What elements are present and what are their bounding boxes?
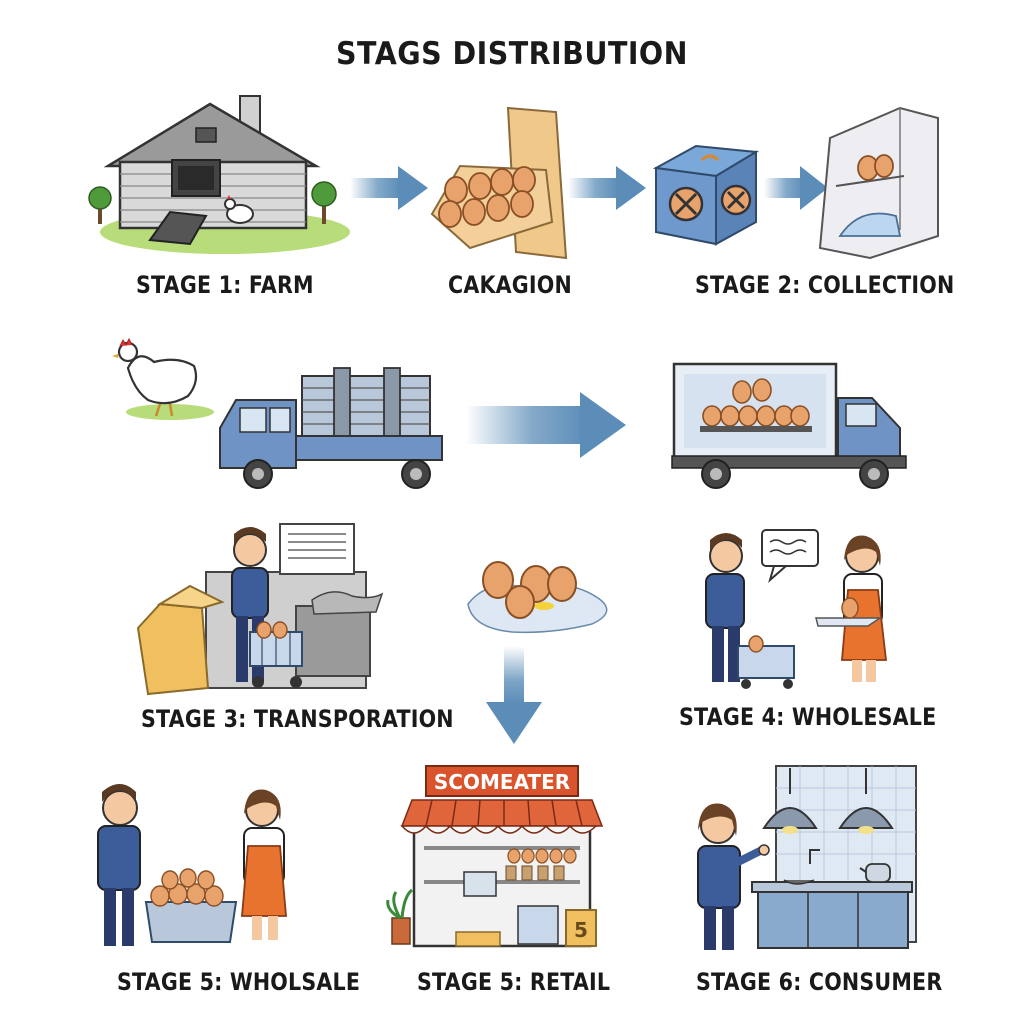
woman-consumer-icon (697, 803, 770, 950)
stage-5-wholesale-label: STAGE 5: WHOLSALE (117, 968, 361, 996)
worker-icon (231, 527, 269, 682)
stage-3-transportation-label: STAGE 3: TRANSPORATION (141, 705, 454, 733)
tree-icon (88, 186, 112, 224)
packaging-label: CAKAGION (448, 271, 572, 299)
flow-arrow (764, 166, 828, 210)
page-title: STAGS DISTRIBUTION (336, 36, 688, 72)
chicken-icon (224, 195, 254, 224)
tree-icon (311, 181, 337, 224)
stage-4-wholesale-label: STAGE 4: WHOLESALE (679, 703, 937, 731)
kitchen-illustration (697, 765, 917, 950)
worker-icon (705, 533, 745, 682)
stage-2-collection-label: STAGE 2: COLLECTION (695, 271, 955, 299)
stage-1-farm-label: STAGE 1: FARM (136, 271, 314, 299)
flow-arrow (466, 392, 626, 458)
flow-arrow (568, 166, 646, 210)
wholesale-exchange-illustration (97, 784, 287, 946)
eggs-illustration (467, 561, 608, 634)
pendant-lamp-icon (838, 768, 894, 834)
transport-worker-illustration (136, 523, 384, 696)
pendant-lamp-icon (762, 768, 818, 834)
farm-illustration (88, 95, 350, 254)
flow-arrow-down (486, 646, 542, 744)
storefront-illustration: SCOMEATER 5 (386, 765, 604, 948)
shopping-cart-icon (249, 621, 303, 688)
stage-6-consumer-label: STAGE 6: CONSUMER (696, 968, 943, 996)
hen-icon (112, 337, 214, 420)
shopping-cart-icon (737, 635, 795, 689)
retail-box-mark: 5 (574, 918, 588, 942)
worker-icon (97, 784, 141, 946)
flatbed-truck-illustration (219, 367, 443, 489)
flow-arrow (350, 166, 428, 210)
speech-bubble-icon (761, 529, 819, 583)
stage-5-retail-label: STAGE 5: RETAIL (417, 968, 611, 996)
plant-icon (386, 888, 413, 945)
box-truck-illustration (671, 362, 907, 489)
egg-shelf-illustration (818, 106, 939, 260)
woman-shopkeeper-icon (241, 789, 287, 940)
kettle-icon (859, 863, 891, 883)
wholesale-illustration (705, 529, 888, 689)
collection-box-illustration (652, 144, 760, 246)
store-sign-text: SCOMEATER (434, 770, 570, 794)
egg-carton-illustration (430, 106, 568, 260)
